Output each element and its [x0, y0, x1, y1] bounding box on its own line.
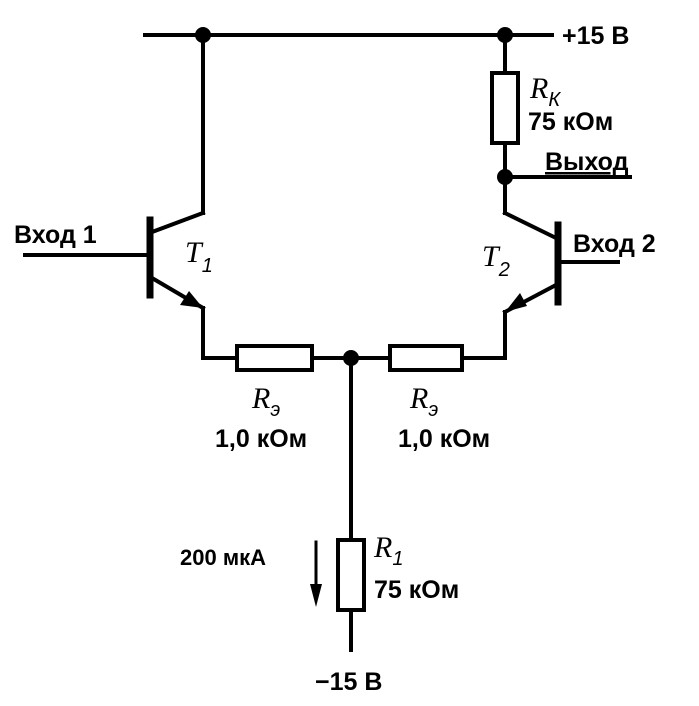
input1-label: Вход 1: [14, 221, 97, 249]
positive-supply-label: +15 В: [562, 22, 629, 50]
t1-symbol: T1: [185, 236, 213, 277]
re-right-symbol: Rэ: [409, 382, 438, 421]
re-right-resistor: [388, 344, 464, 372]
output-label: Выход: [545, 148, 629, 176]
rk-resistor: [490, 71, 520, 145]
current-arrow-head: [310, 584, 322, 607]
r1-resistor: [336, 538, 366, 612]
t2-symbol: T2: [482, 240, 510, 281]
current-label: 200 мкА: [180, 545, 266, 570]
rk-symbol: RК: [529, 72, 561, 111]
re-right-value: 1,0 кОм: [398, 425, 490, 453]
re-left-resistor: [235, 344, 314, 372]
t2-emitter-arrow: [505, 293, 527, 312]
re-left-symbol: Rэ: [251, 382, 280, 421]
t1-collector-lead: [149, 210, 206, 235]
r1-value: 75 кОм: [374, 576, 459, 604]
input2-label: Вход 2: [573, 230, 656, 258]
negative-supply-label: −15 В: [315, 668, 382, 696]
rk-value: 75 кОм: [528, 108, 613, 136]
t2-collector-lead: [502, 210, 559, 241]
r1-symbol: R1: [373, 531, 403, 570]
t1-emitter-arrow: [180, 291, 203, 308]
re-left-value: 1,0 кОм: [215, 425, 307, 453]
